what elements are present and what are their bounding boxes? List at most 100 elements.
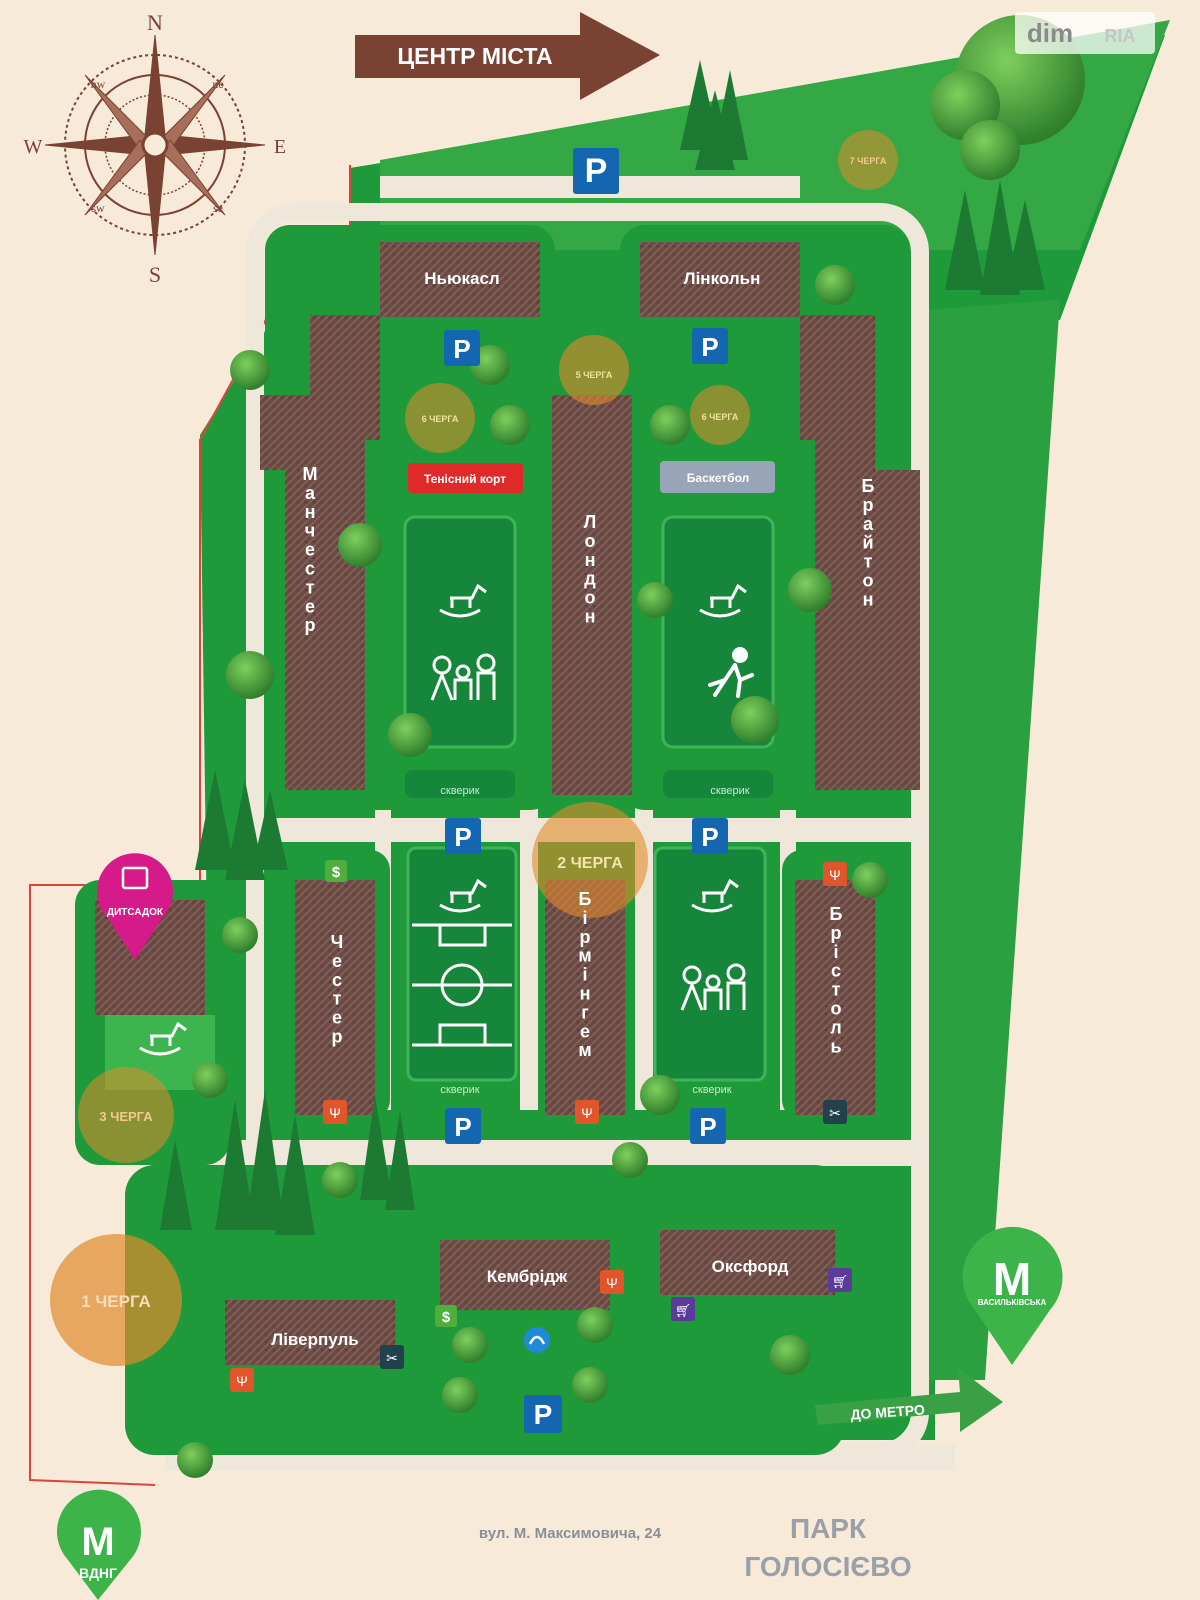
phase-6b-label: 6 ЧЕРГА [702,412,739,422]
restaurant-icon: Ψ [323,1100,347,1124]
compass-east: E [274,136,286,158]
svg-text:ДИТСАДОК: ДИТСАДОК [107,907,164,918]
parking-signs: P P P P P P P P [444,148,728,1433]
metro-vdng-pin[interactable]: M ВДНГ [56,1489,142,1600]
svg-text:Ψ: Ψ [606,1275,618,1291]
rocking-horse-icon-3 [439,878,487,913]
playground-left [403,515,517,749]
phase-7-circle [838,130,898,190]
parking-nw[interactable]: P [444,330,480,366]
parking-mid-left[interactable]: P [445,818,481,854]
bldg-bristol[interactable] [795,880,875,1115]
metro-arrow[interactable]: ДО МЕТРО [815,1368,1003,1432]
svg-text:P: P [534,1399,553,1430]
svg-text:ВАСИЛЬКІВСЬКА: ВАСИЛЬКІВСЬКА [978,1298,1047,1307]
label-oxford: Оксфорд [712,1257,789,1276]
svg-text:ЦЕНТР МІСТА: ЦЕНТР МІСТА [397,43,552,69]
restaurant-icon-2: Ψ [575,1100,599,1124]
playground-right [661,515,775,749]
phase-6-label: 6 ЧЕРГА [422,414,459,424]
svg-text:Ψ: Ψ [829,867,841,883]
fountain-icon [524,1327,550,1353]
svg-text:P: P [701,822,718,852]
bldg-manchester[interactable] [260,315,380,790]
phase-6-circle [405,383,475,453]
svg-text:M: M [993,1253,1031,1305]
bldg-cambridge[interactable] [440,1240,610,1310]
square-label-4: скверик [692,1084,731,1096]
bldg-brighton[interactable] [800,315,920,790]
parking-low-left[interactable]: P [445,1108,481,1144]
label-lincoln: Лінкольн [684,269,761,288]
square-label-1: скверик [440,785,479,797]
svg-text:ВДНГ: ВДНГ [79,1565,117,1581]
bldg-chester[interactable] [295,880,375,1115]
svg-text:P: P [454,822,471,852]
rocking-horse-icon-5 [139,1021,187,1056]
phase-6b-circle [690,385,750,445]
svg-text:Ψ: Ψ [329,1105,341,1121]
rocking-horse-icon-2 [699,583,747,618]
square-right [663,770,773,798]
svg-text:Ψ: Ψ [236,1373,248,1389]
phase-1-label: 1 ЧЕРГА [81,1292,151,1311]
rocking-horse-icon [439,583,487,618]
parking-south[interactable]: P [524,1395,562,1433]
bldg-oxford[interactable] [660,1230,835,1295]
square-label-3: скверик [440,1084,479,1096]
city-center-arrow[interactable]: ЦЕНТР МІСТА [355,12,660,100]
runner-icon [708,647,754,698]
tennis-court[interactable]: Тенісний корт [408,463,523,493]
restaurant-icon-4: Ψ [600,1270,624,1294]
parking-mid-right[interactable]: P [692,818,728,854]
svg-text:ДО МЕТРО: ДО МЕТРО [850,1401,925,1422]
compass-rose-icon [44,34,266,256]
phase-2-label: 2 ЧЕРГА [557,855,623,872]
svg-text:P: P [453,334,470,364]
svg-text:✂: ✂ [386,1350,398,1366]
svg-text:dim: dim [1027,18,1073,48]
family-icon-2 [680,963,746,1011]
football-markings [412,923,512,1047]
building-blocks [95,242,920,1365]
compass-sw: sw [91,201,105,215]
svg-text:P: P [585,152,608,190]
park-name-line1: ПАРК [790,1513,867,1544]
parking-low-right[interactable]: P [690,1108,726,1144]
parking-ne[interactable]: P [692,328,728,364]
compass-ne: ne [212,77,223,91]
compass-nw: nw [91,77,106,91]
compass-se: se [213,201,223,215]
metro-vasylkivska-pin[interactable]: M ВАСИЛЬКІВСЬКА [962,1226,1063,1365]
bldg-birmingham[interactable] [545,880,625,1115]
label-liverpool: Ліверпуль [271,1330,358,1349]
svg-text:🛒︎: 🛒︎ [832,1274,849,1289]
phase-5-label: 5 ЧЕРГА [576,370,613,380]
phase-markers [50,130,898,1366]
playground-lower-right [653,846,767,1082]
svg-text:RIA: RIA [1105,26,1136,46]
rocking-horse-icon-4 [691,878,739,913]
shop-icon: 🛒︎ [671,1297,695,1321]
svg-text:M: M [81,1520,114,1564]
kindergarten-pin[interactable]: ДИТСАДОК [97,853,174,960]
trees [160,15,1085,1478]
basketball-court[interactable]: Баскетбол [660,461,775,493]
bldg-lincoln[interactable] [640,242,800,317]
svg-text:$: $ [332,864,341,881]
parking-north[interactable]: P [573,148,619,194]
park-name-line2: ГОЛОСІЄВО [744,1551,911,1582]
bldg-liverpool[interactable] [225,1300,395,1365]
salon-icon: ✂ [823,1100,847,1124]
bldg-london[interactable] [552,395,632,795]
salon-icon-2: ✂ [380,1345,404,1369]
svg-text:🛒︎: 🛒︎ [675,1303,692,1318]
bldg-newcastle[interactable] [380,242,540,317]
